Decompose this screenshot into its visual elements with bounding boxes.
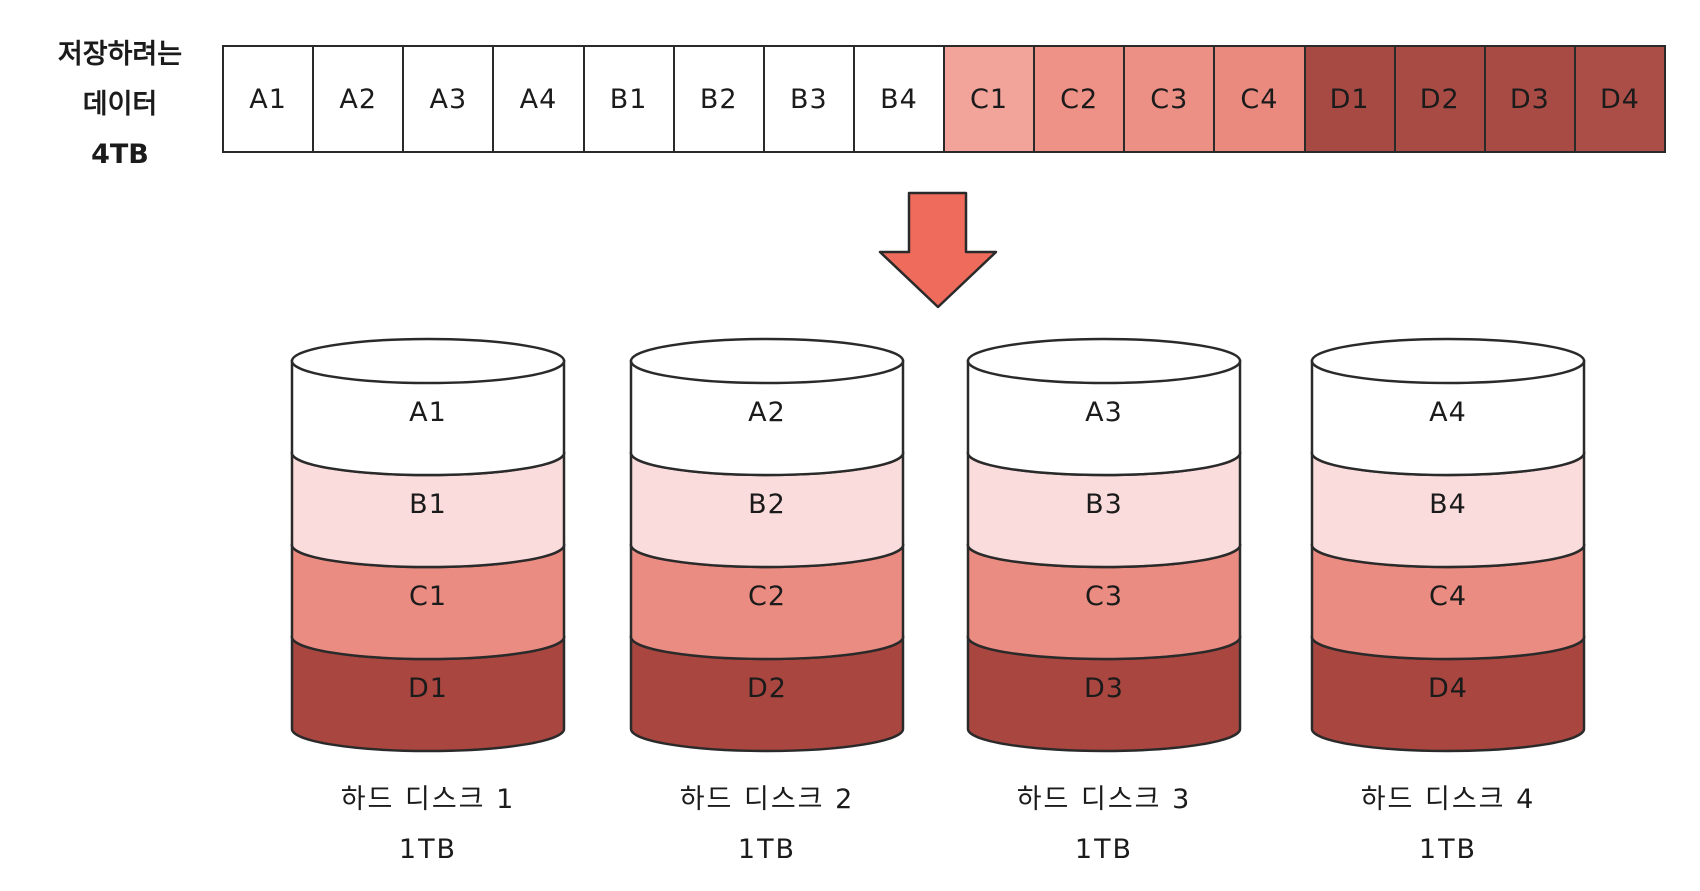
disk-layer-side bbox=[1310, 359, 1586, 477]
disk-layer-side bbox=[629, 359, 905, 477]
disk-block-label: D4 bbox=[1428, 673, 1468, 704]
disk-layer-side bbox=[966, 635, 1242, 753]
disk-stack: D3 C3 B3 A3 bbox=[966, 337, 1242, 753]
disk-block-label: C4 bbox=[1429, 581, 1467, 612]
disk-layer-side bbox=[966, 543, 1242, 661]
data-block-cell: B2 bbox=[674, 47, 765, 151]
disk-layer: A3 bbox=[966, 337, 1242, 477]
source-label-line: 데이터 bbox=[82, 89, 158, 120]
disk-layer-side bbox=[966, 359, 1242, 477]
disk-block-label: C3 bbox=[1085, 581, 1123, 612]
disk-name: 하드 디스크 4 bbox=[1360, 784, 1536, 815]
disk-layer-top bbox=[966, 337, 1242, 385]
data-block-cell: D4 bbox=[1575, 47, 1664, 151]
disk-stack: D4 C4 B4 A4 bbox=[1310, 337, 1586, 753]
disk-name: 하드 디스크 3 bbox=[1016, 784, 1192, 815]
disk-block-label: B1 bbox=[409, 489, 447, 520]
data-block-cell: A4 bbox=[494, 47, 585, 151]
source-label-line: 저장하려는 bbox=[57, 39, 183, 70]
disk-capacity: 1TB bbox=[737, 834, 797, 865]
source-size-label: 4TB bbox=[91, 139, 149, 170]
disk-block-label: D2 bbox=[747, 673, 787, 704]
disk-layer-top bbox=[290, 337, 566, 385]
hard-disk-4: D4 C4 B4 A4 하드 디스크 4 1TB bbox=[1310, 335, 1586, 875]
disk-name: 하드 디스크 2 bbox=[679, 784, 855, 815]
hard-disk-1: D1 C1 B1 A1 하드 디스크 1 1TB bbox=[290, 335, 566, 875]
disk-layer: A1 bbox=[290, 337, 566, 477]
disk-layer-top bbox=[1310, 337, 1586, 385]
disk-layer-side bbox=[1310, 635, 1586, 753]
disk-layer-side bbox=[629, 543, 905, 661]
disk-stack: D1 C1 B1 A1 bbox=[290, 337, 566, 753]
disk-capacity: 1TB bbox=[398, 834, 458, 865]
data-block-cell: A3 bbox=[404, 47, 495, 151]
data-block-cell: C2 bbox=[1035, 47, 1126, 151]
data-block-cell: D2 bbox=[1395, 47, 1486, 151]
hard-disk-2: D2 C2 B2 A2 하드 디스크 2 1TB bbox=[629, 335, 905, 875]
disk-layer-side bbox=[290, 543, 566, 661]
disk-capacity: 1TB bbox=[1074, 834, 1134, 865]
disk-block-label: C2 bbox=[748, 581, 786, 612]
disk-block-label: B3 bbox=[1085, 489, 1123, 520]
disk-layer-side bbox=[290, 451, 566, 569]
disk-layer-side bbox=[966, 451, 1242, 569]
disk-block-label: A2 bbox=[748, 397, 786, 428]
disk-layer-top bbox=[629, 337, 905, 385]
data-block-cell: A2 bbox=[314, 47, 405, 151]
disk-layer: A4 bbox=[1310, 337, 1586, 477]
data-block-cell: C4 bbox=[1215, 47, 1306, 151]
disk-block-label: D1 bbox=[408, 673, 448, 704]
disk-capacity: 1TB bbox=[1418, 834, 1478, 865]
data-block-cell: C3 bbox=[1125, 47, 1216, 151]
data-block-cell: A1 bbox=[224, 47, 315, 151]
disk-layer-side bbox=[290, 635, 566, 753]
disk-block-label: B4 bbox=[1429, 489, 1467, 520]
source-data-label: 저장하려는 데이터 4TB bbox=[40, 30, 200, 180]
disk-block-label: A4 bbox=[1429, 397, 1467, 428]
disk-block-label: A3 bbox=[1085, 397, 1123, 428]
disk-name: 하드 디스크 1 bbox=[340, 784, 516, 815]
data-block-cell: C1 bbox=[945, 47, 1036, 151]
data-block-cell: B3 bbox=[764, 47, 855, 151]
disk-block-label: C1 bbox=[409, 581, 447, 612]
disk-block-label: B2 bbox=[748, 489, 786, 520]
disk-stack: D2 C2 B2 A2 bbox=[629, 337, 905, 753]
disk-layer-side bbox=[629, 451, 905, 569]
data-block-cell: B1 bbox=[584, 47, 675, 151]
disk-layer-side bbox=[1310, 451, 1586, 569]
disk-layer-side bbox=[629, 635, 905, 753]
disk-block-label: D3 bbox=[1084, 673, 1124, 704]
data-block-cell: B4 bbox=[854, 47, 945, 151]
disk-layer-side bbox=[1310, 543, 1586, 661]
data-block-cell: D3 bbox=[1485, 47, 1576, 151]
disk-layer-side bbox=[290, 359, 566, 477]
data-block-cell: D1 bbox=[1305, 47, 1396, 151]
disk-layer: A2 bbox=[629, 337, 905, 477]
disk-block-label: A1 bbox=[409, 397, 447, 428]
hard-disk-3: D3 C3 B3 A3 하드 디스크 3 1TB bbox=[966, 335, 1242, 875]
